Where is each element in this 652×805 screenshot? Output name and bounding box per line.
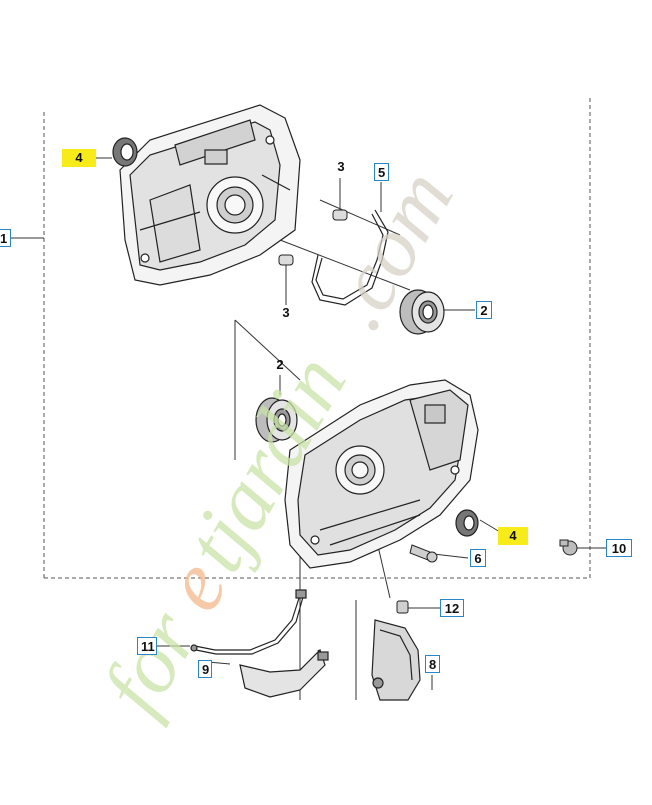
bearing-lower xyxy=(255,397,298,443)
screw xyxy=(409,544,438,563)
clamp-bracket xyxy=(239,648,329,698)
callout-gasket: 5 xyxy=(374,163,389,181)
callout-wire-harness: 11 xyxy=(137,637,157,655)
callout-seal-lower: 4 xyxy=(498,527,528,545)
gasket xyxy=(311,209,389,306)
callout-pin-upper: 3 xyxy=(337,159,345,174)
upper-crankcase xyxy=(119,104,301,286)
seal-lower xyxy=(455,509,479,537)
callout-seal-upper: 4 xyxy=(62,149,96,167)
callout-screw-10: 10 xyxy=(606,539,632,557)
callout-bearing-upper: 2 xyxy=(476,301,492,319)
bearing-upper xyxy=(399,289,445,335)
callout-assembly: 1 xyxy=(0,229,11,247)
callout-pin-lower: 3 xyxy=(282,305,290,320)
callout-cover: 8 xyxy=(425,655,440,673)
lower-crankcase xyxy=(284,379,479,569)
wire-harness xyxy=(190,589,307,655)
callout-nipple: 12 xyxy=(440,599,464,617)
callout-screw: 6 xyxy=(470,549,486,567)
seal-upper xyxy=(112,137,138,167)
leader-lines xyxy=(11,157,606,700)
assembly-boundary xyxy=(43,95,591,579)
dowel-pins xyxy=(278,209,348,266)
cover xyxy=(371,619,421,701)
callout-bearing-lower: 2 xyxy=(276,357,284,372)
callout-clamp: 9 xyxy=(198,660,212,678)
nipple xyxy=(396,600,409,614)
screw-10 xyxy=(559,539,578,556)
